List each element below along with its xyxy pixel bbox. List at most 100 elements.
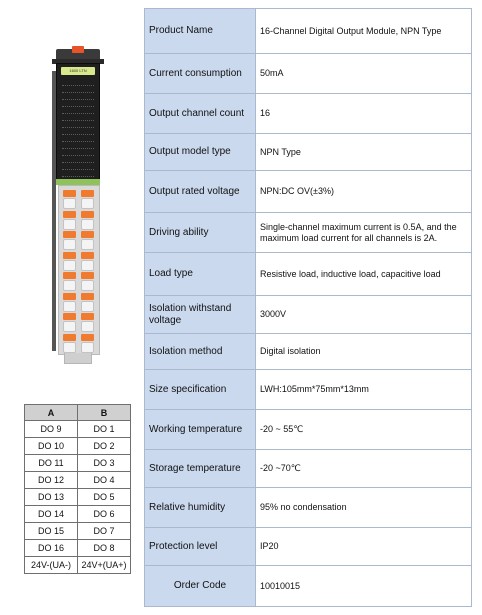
- spec-key: Size specification: [144, 369, 256, 410]
- module-led-panel: 1600 LTN: [56, 63, 100, 191]
- terminal-wire-hole: [81, 259, 94, 271]
- module-top-rail: [52, 59, 104, 64]
- terminal-release-slot: [63, 251, 76, 259]
- spec-key: Isolation withstand voltage: [144, 295, 256, 334]
- spec-key: Output model type: [144, 133, 256, 171]
- terminal-wire-hole: [81, 321, 94, 332]
- spec-key: Working temperature: [144, 409, 256, 450]
- spec-value: 95% no condensation: [255, 487, 472, 528]
- pin-cell-b: DO 2: [77, 437, 131, 455]
- pin-cell-b: DO 1: [77, 420, 131, 438]
- terminal-release-slot: [63, 210, 76, 218]
- module-led-rows: [62, 80, 94, 192]
- pin-cell-b: DO 8: [77, 539, 131, 557]
- terminal-release-slot: [81, 272, 94, 279]
- terminal-release-slot: [63, 231, 76, 238]
- terminal-wire-hole: [63, 321, 76, 332]
- spec-key: Output rated voltage: [144, 170, 256, 213]
- terminal-wire-hole: [63, 341, 76, 353]
- terminal-wire-hole: [63, 218, 76, 230]
- terminal-release-slot: [63, 313, 76, 320]
- spec-value: -20 ~ 55℃: [255, 409, 472, 450]
- spec-key: Storage temperature: [144, 449, 256, 488]
- spec-row: Storage temperature-20 ~70℃: [144, 449, 472, 488]
- terminal-release-slot: [63, 292, 76, 300]
- spec-value: LWH:105mm*75mm*13mm: [255, 369, 472, 410]
- module-green-strip: [56, 179, 100, 185]
- spec-key: Driving ability: [144, 212, 256, 253]
- spec-key: Product Name: [144, 8, 256, 54]
- spec-key: Order Code: [144, 565, 256, 607]
- terminal-wire-hole: [81, 280, 94, 291]
- terminal-release-slot: [81, 313, 94, 320]
- spec-key: Protection level: [144, 527, 256, 566]
- spec-value: IP20: [255, 527, 472, 566]
- spec-value: 3000V: [255, 295, 472, 334]
- spec-value: Digital isolation: [255, 333, 472, 370]
- spec-key: Relative humidity: [144, 487, 256, 528]
- pin-cell-a: DO 10: [24, 437, 78, 455]
- terminal-wire-hole: [81, 239, 94, 250]
- pin-header-b: B: [77, 404, 131, 421]
- module-foot: [64, 353, 92, 364]
- terminal-wire-hole: [63, 280, 76, 291]
- spec-value: Single-channel maximum current is 0.5A, …: [255, 212, 472, 253]
- spec-value: 10010015: [255, 565, 472, 607]
- terminal-release-slot: [63, 190, 76, 197]
- terminal-release-slot: [81, 210, 94, 218]
- spec-key: Current consumption: [144, 53, 256, 94]
- terminal-release-slot: [81, 251, 94, 259]
- pin-cell-a: DO 14: [24, 505, 78, 523]
- pin-header-a: A: [24, 404, 78, 421]
- pin-cell-b: DO 6: [77, 505, 131, 523]
- spec-row: Working temperature-20 ~ 55℃: [144, 409, 472, 450]
- terminal-wire-hole: [63, 239, 76, 250]
- spec-value: Resistive load, inductive load, capaciti…: [255, 252, 472, 296]
- pin-cell-b: 24V+(UA+): [77, 556, 131, 574]
- spec-value: NPN Type: [255, 133, 472, 171]
- spec-value: -20 ~70℃: [255, 449, 472, 488]
- pin-cell-a: DO 16: [24, 539, 78, 557]
- spec-key: Isolation method: [144, 333, 256, 370]
- terminal-release-slot: [81, 333, 94, 341]
- pin-cell-a: DO 15: [24, 522, 78, 540]
- terminal-release-slot: [81, 231, 94, 238]
- pin-cell-a: DO 13: [24, 488, 78, 506]
- pin-table-header: A B: [24, 404, 131, 421]
- pin-cell-b: DO 5: [77, 488, 131, 506]
- pin-cell-a: DO 11: [24, 454, 78, 472]
- module-side-rail: [52, 71, 56, 351]
- pin-cell-a: 24V-(UA-): [24, 556, 78, 574]
- terminal-wire-hole: [63, 300, 76, 312]
- pin-cell-a: DO 9: [24, 420, 78, 438]
- terminal-wire-hole: [81, 198, 94, 209]
- spec-value: NPN:DC OV(±3%): [255, 170, 472, 213]
- terminal-release-slot: [81, 292, 94, 300]
- pin-cell-b: DO 4: [77, 471, 131, 489]
- spec-value: 16: [255, 93, 472, 134]
- pin-cell-b: DO 3: [77, 454, 131, 472]
- terminal-wire-hole: [63, 198, 76, 209]
- spec-key: Output channel count: [144, 93, 256, 134]
